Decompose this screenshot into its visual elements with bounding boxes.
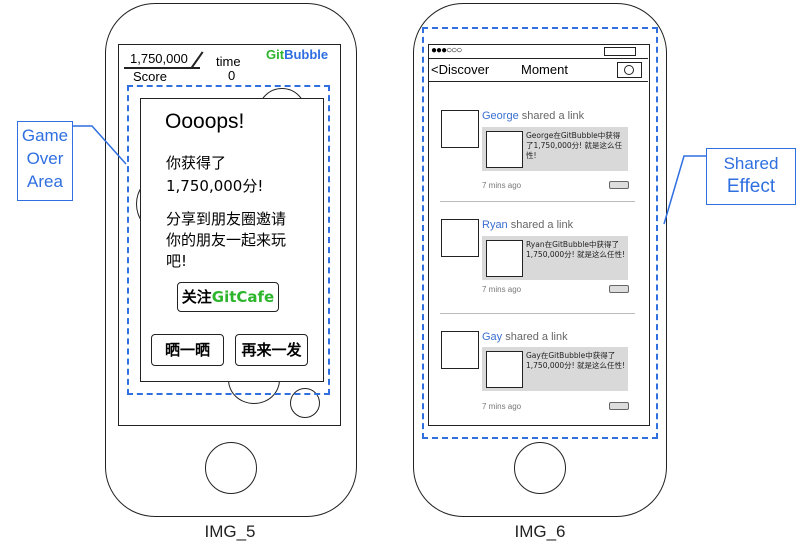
comment-button[interactable] (609, 285, 629, 293)
callout-line: Effect (726, 176, 776, 197)
post-divider (440, 201, 635, 202)
shared-link-card[interactable]: Ryan在GitBubble中获得了1,750,000分! 就是这么任性! (482, 236, 628, 280)
caption-img5: IMG_5 (204, 522, 256, 541)
home-button-img6[interactable] (514, 442, 566, 494)
brand-logo: GitBubble (266, 47, 328, 62)
dialog-line5: 吧! (166, 252, 188, 270)
callout-shared-effect: Shared Effect (706, 148, 796, 205)
post-action: shared a link (502, 331, 568, 343)
link-text: Gay在GitBubble中获得了1,750,000分! 就是这么任性! (526, 351, 626, 370)
post-time: 7 mins ago (482, 402, 522, 411)
post-avatar (441, 331, 479, 369)
post-divider (440, 313, 635, 314)
camera-icon[interactable] (617, 62, 642, 78)
callout-connector (663, 155, 707, 225)
post-author[interactable]: George (482, 110, 519, 122)
time-label: time (216, 54, 241, 69)
link-thumbnail (486, 351, 523, 388)
score-value: 1,750,000 (130, 51, 188, 66)
brand-bubble: Bubble (284, 47, 329, 62)
post-author[interactable]: Gay (482, 331, 503, 343)
time-value: 0 (228, 68, 236, 83)
share-button[interactable]: 晒一晒 (151, 334, 224, 366)
callout-game-over-area: Game Over Area (17, 121, 73, 201)
shared-link-card[interactable]: George在GitBubble中获得了1,750,000分! 就是这么任性! (482, 127, 628, 171)
dialog-line3: 分享到朋友圈邀请 (166, 210, 287, 228)
post-avatar (441, 110, 479, 148)
callout-connector (72, 125, 127, 165)
callout-line: Shared (723, 154, 779, 173)
callout-line: Game (21, 126, 69, 145)
nav-title: Moment (521, 62, 568, 77)
brand-git: Git (266, 47, 285, 62)
link-text: George在GitBubble中获得了1,750,000分! 就是这么任性! (526, 131, 623, 160)
comment-button[interactable] (609, 181, 629, 189)
nav-bar (428, 59, 648, 82)
post-header: Gay shared a link (482, 331, 568, 343)
follow-gitcafe-button[interactable]: 关注GitCafe (177, 282, 279, 312)
caption-img6: IMG_6 (514, 522, 566, 541)
link-text: Ryan在GitBubble中获得了1,750,000分! 就是这么任性! (526, 240, 626, 259)
post-header: George shared a link (482, 110, 584, 122)
dialog-title: Oooops! (165, 110, 245, 133)
camera-lens (624, 65, 634, 75)
post-time: 7 mins ago (482, 181, 522, 190)
status-bar (428, 44, 648, 59)
post-header: Ryan shared a link (482, 219, 573, 231)
game-over-area-outline (127, 85, 330, 395)
shared-effect-area-outline (422, 27, 658, 439)
post-action: shared a link (518, 110, 585, 122)
follow-brand: GitCafe (211, 288, 275, 306)
link-thumbnail (486, 131, 523, 168)
callout-line: Area (27, 172, 63, 191)
dialog-line1: 你获得了 (166, 154, 227, 172)
post-avatar (441, 219, 479, 257)
post-time: 7 mins ago (482, 285, 522, 294)
shared-link-card[interactable]: Gay在GitBubble中获得了1,750,000分! 就是这么任性! (482, 347, 628, 391)
dialog-line2: 1,750,000分! (166, 177, 264, 195)
signal-icon: ●●●○○○ (431, 45, 462, 56)
nav-back-link[interactable]: <Discover (431, 62, 490, 77)
callout-line: Over (26, 149, 64, 168)
score-label: Score (133, 69, 167, 84)
retry-button[interactable]: 再来一发 (235, 334, 308, 366)
dialog-line4: 你的朋友一起来玩 (166, 231, 287, 249)
post-action: shared a link (507, 219, 574, 231)
comment-button[interactable] (609, 402, 629, 410)
link-thumbnail (486, 240, 523, 277)
score-underline (124, 67, 200, 69)
follow-prefix: 关注 (181, 288, 212, 306)
post-author[interactable]: Ryan (482, 219, 508, 231)
battery-icon (604, 47, 636, 56)
home-button-img5[interactable] (205, 442, 257, 494)
